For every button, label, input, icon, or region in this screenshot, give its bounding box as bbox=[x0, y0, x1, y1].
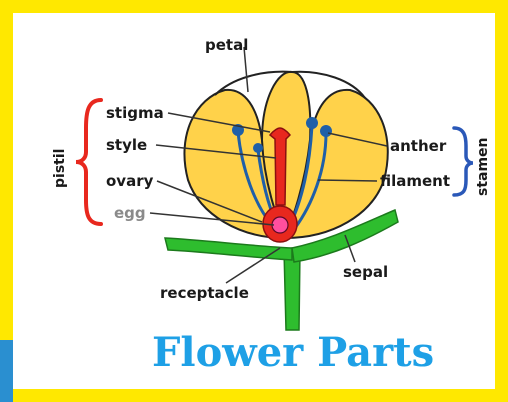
page-edge-strip bbox=[0, 340, 13, 402]
anther-right-outer bbox=[320, 125, 332, 137]
label-style: style bbox=[106, 136, 147, 154]
diagram-title: Flower Parts bbox=[152, 329, 434, 376]
label-stamen: stamen bbox=[475, 137, 491, 196]
label-pistil: pistil bbox=[52, 149, 68, 188]
anther-right-inner bbox=[306, 117, 318, 129]
leader-filament bbox=[318, 180, 377, 181]
label-petal: petal bbox=[205, 36, 248, 54]
label-receptacle: receptacle bbox=[160, 284, 249, 302]
anther-left-inner bbox=[253, 143, 263, 153]
label-sepal: sepal bbox=[343, 263, 388, 281]
label-anther: anther bbox=[390, 137, 447, 155]
label-egg: egg bbox=[114, 204, 146, 222]
label-ovary: ovary bbox=[106, 172, 154, 190]
label-filament: filament bbox=[380, 172, 450, 190]
label-stigma: stigma bbox=[106, 104, 164, 122]
egg bbox=[272, 217, 288, 233]
